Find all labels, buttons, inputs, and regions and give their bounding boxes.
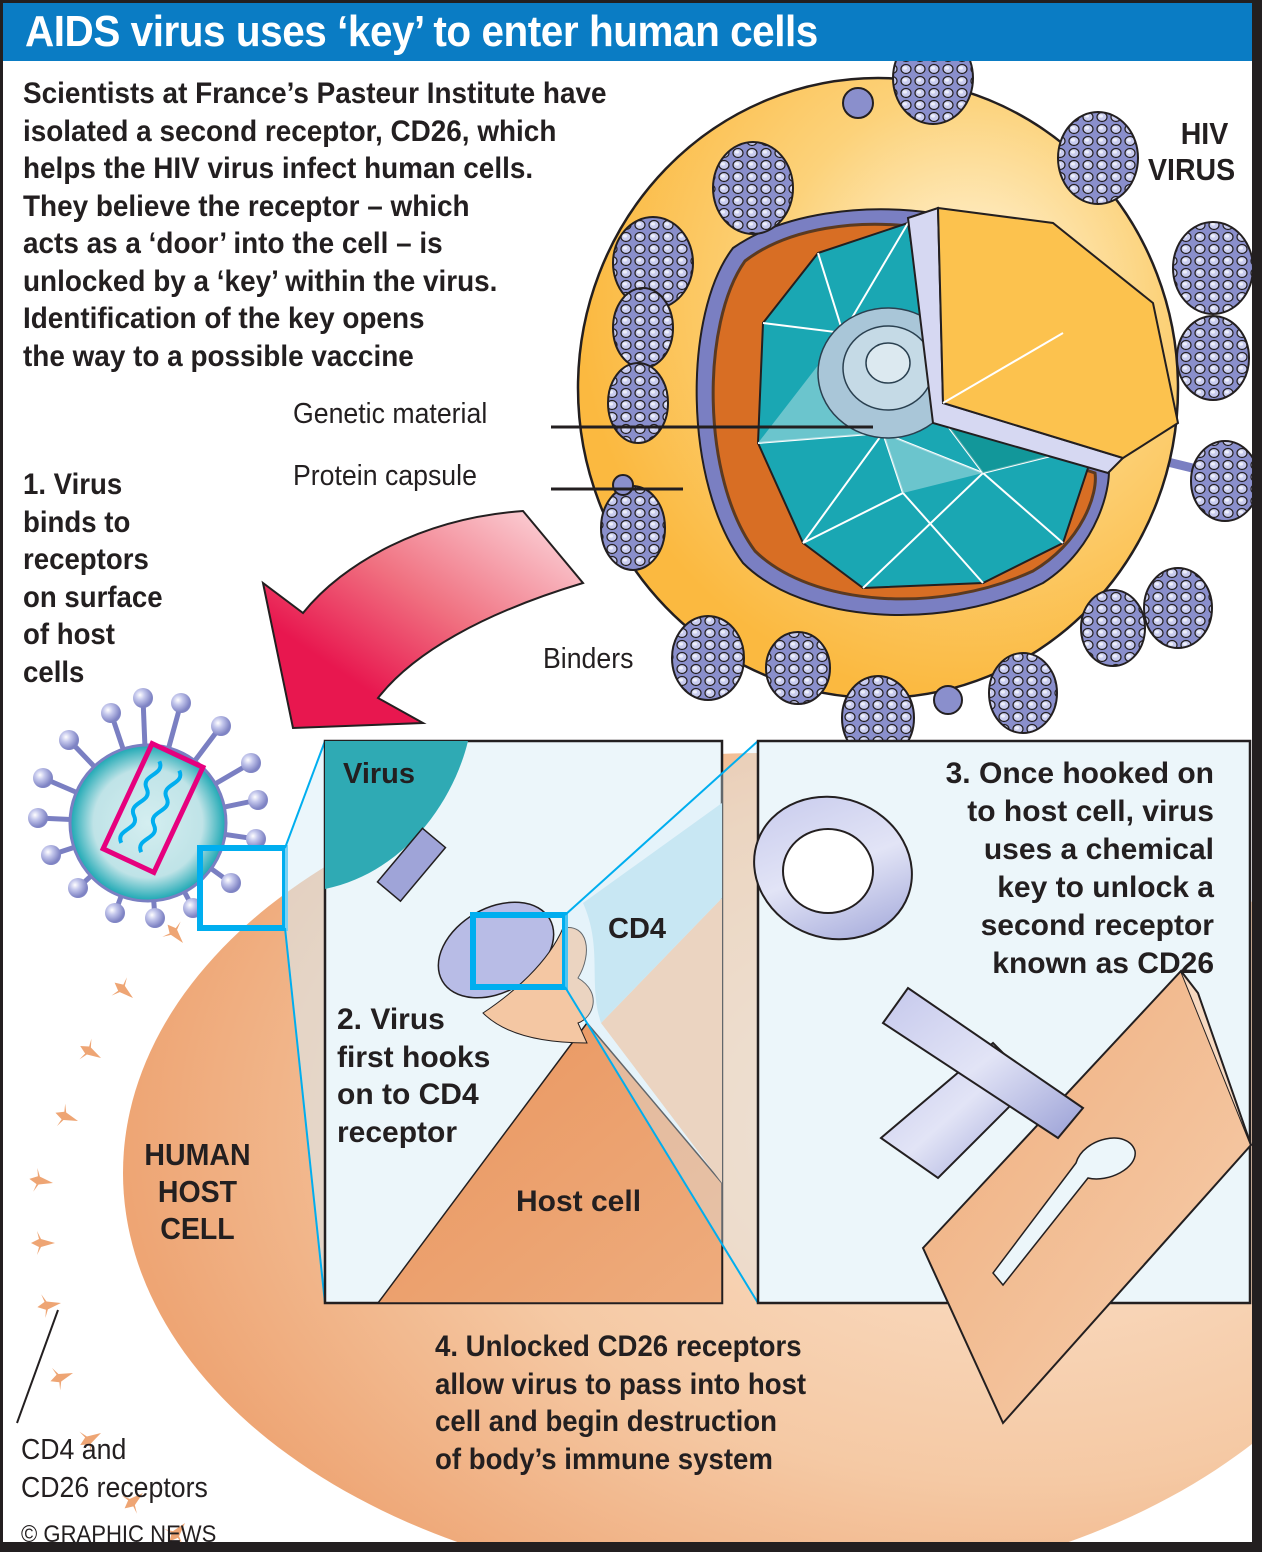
- cell-surface-receptors: [29, 921, 185, 1542]
- binders-label: Binders: [543, 643, 634, 675]
- host-cell-label-line: CELL: [160, 1211, 235, 1246]
- panel1-host-cell-label: Host cell: [516, 1185, 642, 1218]
- step1-text: 1. Virus binds to receptors on surface o…: [23, 466, 163, 691]
- panel1-virus-label: Virus: [343, 758, 416, 790]
- step4-line: allow virus to pass into host: [435, 1367, 807, 1401]
- human-host-cell-label: HUMAN HOST CELL: [140, 1136, 255, 1247]
- step3-line: 3. Once hooked on: [945, 757, 1214, 790]
- red-arrow: [261, 509, 585, 730]
- intro-line: Scientists at France’s Pasteur Institute…: [23, 77, 607, 110]
- panel-key-lock: [753, 739, 1252, 1425]
- intro-line: isolated a second receptor, CD26, which: [23, 114, 557, 148]
- zoom-wedge-1: [285, 741, 325, 1303]
- step4-line: of body’s immune system: [435, 1442, 773, 1476]
- intro-paragraph: Scientists at France’s Pasteur Institute…: [23, 75, 607, 375]
- illustration: [16, 31, 1252, 1542]
- host-cell-label-line: HOST: [157, 1174, 238, 1209]
- hiv-virus-label-line: VIRUS: [1148, 152, 1236, 187]
- intro-line: They believe the receptor – which: [23, 189, 470, 223]
- step3-line: key to unlock a: [997, 871, 1214, 904]
- title-bar: AIDS virus uses ‘key’ to enter human cel…: [3, 3, 1252, 61]
- step3-text: 3. Once hooked on to host cell, virus us…: [946, 755, 1214, 983]
- step4-text: 4. Unlocked CD26 receptors allow virus t…: [435, 1328, 806, 1478]
- step4-line: cell and begin destruction: [435, 1405, 777, 1438]
- step1-line: on surface: [23, 580, 163, 614]
- intro-line: the way to a possible vaccine: [23, 339, 414, 373]
- hiv-virus-label-line: HIV: [1180, 116, 1229, 151]
- intro-line: acts as a ‘door’ into the cell – is: [23, 227, 443, 260]
- panel-cd4-hook: [323, 739, 724, 1305]
- intro-line: helps the HIV virus infect human cells.: [23, 152, 534, 185]
- host-cell-label-line: HUMAN: [144, 1137, 251, 1172]
- genetic-material-label: Genetic material: [293, 398, 488, 430]
- credit: © GRAPHIC NEWS: [21, 1521, 217, 1548]
- small-virus: [28, 688, 268, 928]
- step1-line: binds to: [23, 505, 131, 539]
- panel1-cd4-label: CD4: [608, 913, 667, 945]
- receptors-leader-line: [16, 1309, 59, 1424]
- step2-line: 2. Virus: [337, 1003, 445, 1036]
- chemical-key: [753, 795, 1085, 1180]
- step3-line: known as CD26: [992, 947, 1214, 980]
- step1-line: 1. Virus: [23, 468, 123, 501]
- receptors-label-line: CD26 receptors: [21, 1472, 208, 1504]
- step1-line: cells: [23, 655, 85, 689]
- page-title: AIDS virus uses ‘key’ to enter human cel…: [25, 7, 818, 56]
- hiv-virus-label: HIV VIRUS: [1148, 116, 1235, 188]
- protein-capsule-label: Protein capsule: [293, 460, 477, 492]
- step4-line: 4. Unlocked CD26 receptors: [435, 1330, 802, 1363]
- intro-line: Identification of the key opens: [23, 302, 425, 335]
- intro-line: unlocked by a ‘key’ within the virus.: [23, 264, 498, 298]
- step2-line: on to CD4: [337, 1078, 479, 1111]
- step2-text: 2. Virus first hooks on to CD4 receptor: [337, 1001, 490, 1151]
- receptors-label: CD4 and CD26 receptors: [21, 1431, 208, 1507]
- step3-line: uses a chemical: [983, 833, 1214, 866]
- receptors-label-line: CD4 and: [21, 1434, 127, 1466]
- hiv-virus-illustration: [576, 76, 1218, 700]
- step2-line: receptor: [337, 1115, 458, 1149]
- step3-line: to host cell, virus: [967, 795, 1214, 828]
- step1-line: receptors: [23, 543, 149, 576]
- step2-line: first hooks: [337, 1040, 491, 1074]
- step1-line: of host: [23, 618, 115, 651]
- step3-line: second receptor: [980, 909, 1214, 942]
